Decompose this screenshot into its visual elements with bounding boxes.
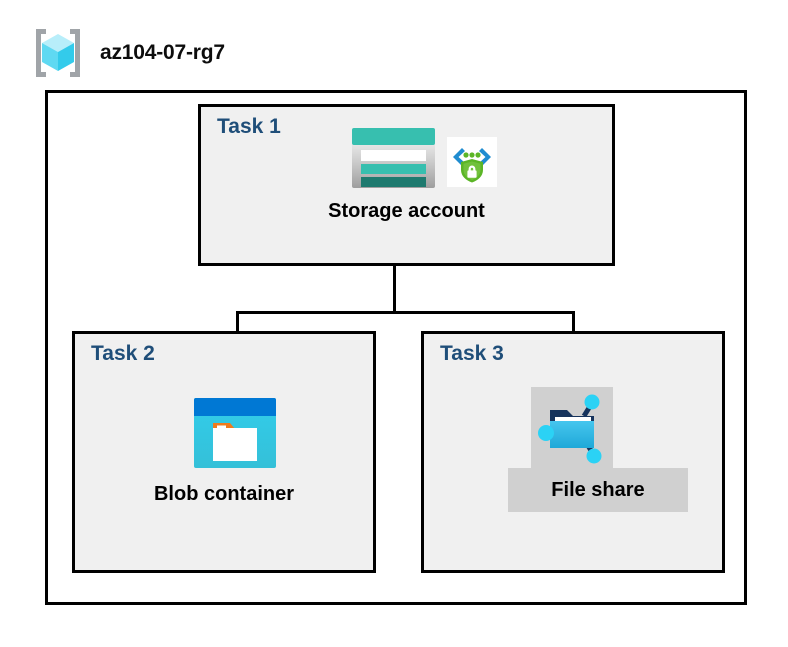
blob-container-icon [192,396,278,475]
resource-group-header: az104-07-rg7 [30,26,225,80]
node-label-blob-container: Blob container [153,483,294,505]
connector-horizontal-bus [236,311,575,314]
task-label-1: Task 1 [217,115,281,138]
connector-storage-to-bus [393,230,396,314]
file-share-icon [534,390,610,471]
access-keys-shield-icon [447,137,497,192]
resource-group-cube-icon [36,29,80,77]
storage-account-icon [350,126,437,195]
task-label-3: Task 3 [440,342,504,365]
node-label-storage-account: Storage account [328,200,485,222]
resource-group-name: az104-07-rg7 [100,41,225,64]
node-label-file-share: File share [508,468,688,512]
task-label-2: Task 2 [91,342,155,365]
